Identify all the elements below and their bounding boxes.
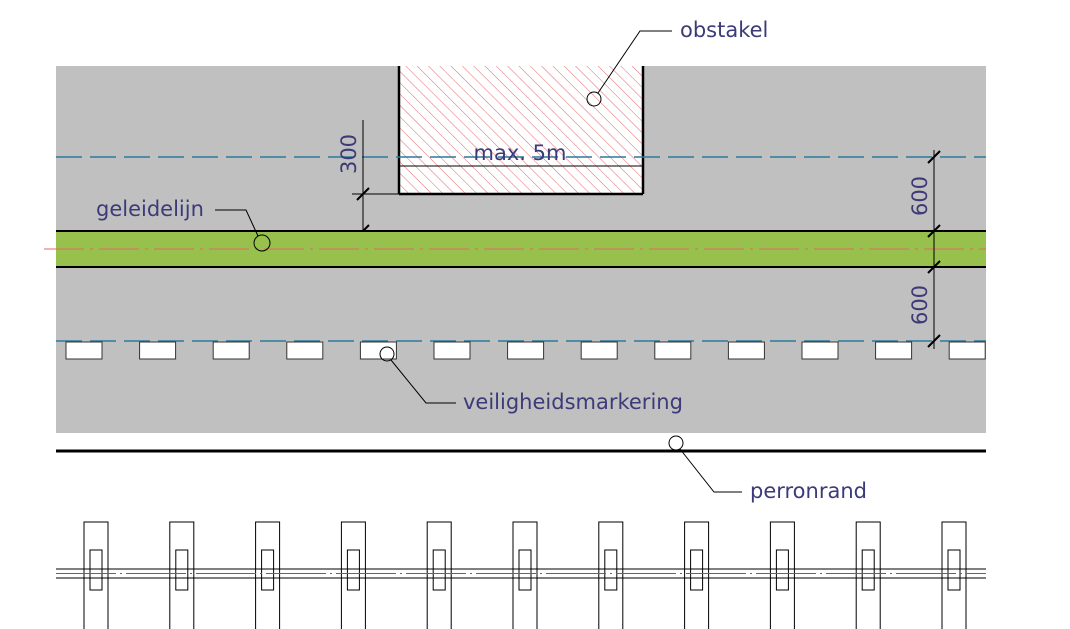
obstacle-area [399,66,643,194]
dim-600-tick-4 [927,334,941,348]
safety-marking-marker-icon [379,346,395,362]
safety-marking-label: veiligheidsmarkering [463,390,683,414]
safety-marking-block [212,341,250,360]
rail-clip [175,549,189,591]
obstacle-marker-icon [586,91,602,107]
safety-marking-block [580,341,618,360]
platform-edge-marker-icon [668,435,684,451]
rail-clip [775,549,789,591]
rail-clip [861,549,875,591]
dim-600-bottom-label: 600 [908,285,932,325]
track-sleepers [83,521,967,629]
safety-marking-block [875,341,913,360]
safety-marking-block [654,341,692,360]
guide-line-marker-icon [253,234,271,252]
rail-clip [947,549,961,591]
safety-marking-block [801,341,839,360]
guide-line-label: geleidelijn [96,197,204,221]
max-width-label: max. 5m [474,141,567,165]
rail-clip [346,549,360,591]
dim-600-top-label: 600 [908,176,932,216]
dim-300-tick-top [356,187,370,201]
rail-clip [261,549,275,591]
obstacle-label: obstakel [680,18,768,42]
platform-edge-label: perronrand [750,479,867,503]
obstacle-callout: obstakel [586,18,768,107]
safety-marking-leader [390,359,456,404]
dim-600-tick-1 [927,150,941,164]
dim-600-tick-2 [927,224,941,238]
rail-clip [89,549,103,591]
dim-600-tick-3 [927,260,941,274]
rail-clip [690,549,704,591]
guide-line-leader [215,209,259,237]
platform-edge-callout: perronrand [668,435,867,503]
safety-marking-block [65,341,103,360]
obstacle-leader [597,30,672,94]
track-rails [56,568,986,579]
safety-marking-block [433,341,471,360]
safety-marking-block [139,341,177,360]
safety-marking-callout: veiligheidsmarkering [379,346,683,414]
rail-clip [518,549,532,591]
guide-line-callout: geleidelijn [96,197,271,252]
safety-marking-block [727,341,765,360]
safety-marking-blocks [65,341,986,360]
safety-marking-block [286,341,324,360]
safety-marking-block [948,341,986,360]
rail-clip [604,549,618,591]
rail-clip [432,549,446,591]
dim-300-label: 300 [337,134,361,174]
safety-marking-block [507,341,545,360]
safety-marking-block [359,341,397,360]
platform-edge-leader [679,448,742,493]
